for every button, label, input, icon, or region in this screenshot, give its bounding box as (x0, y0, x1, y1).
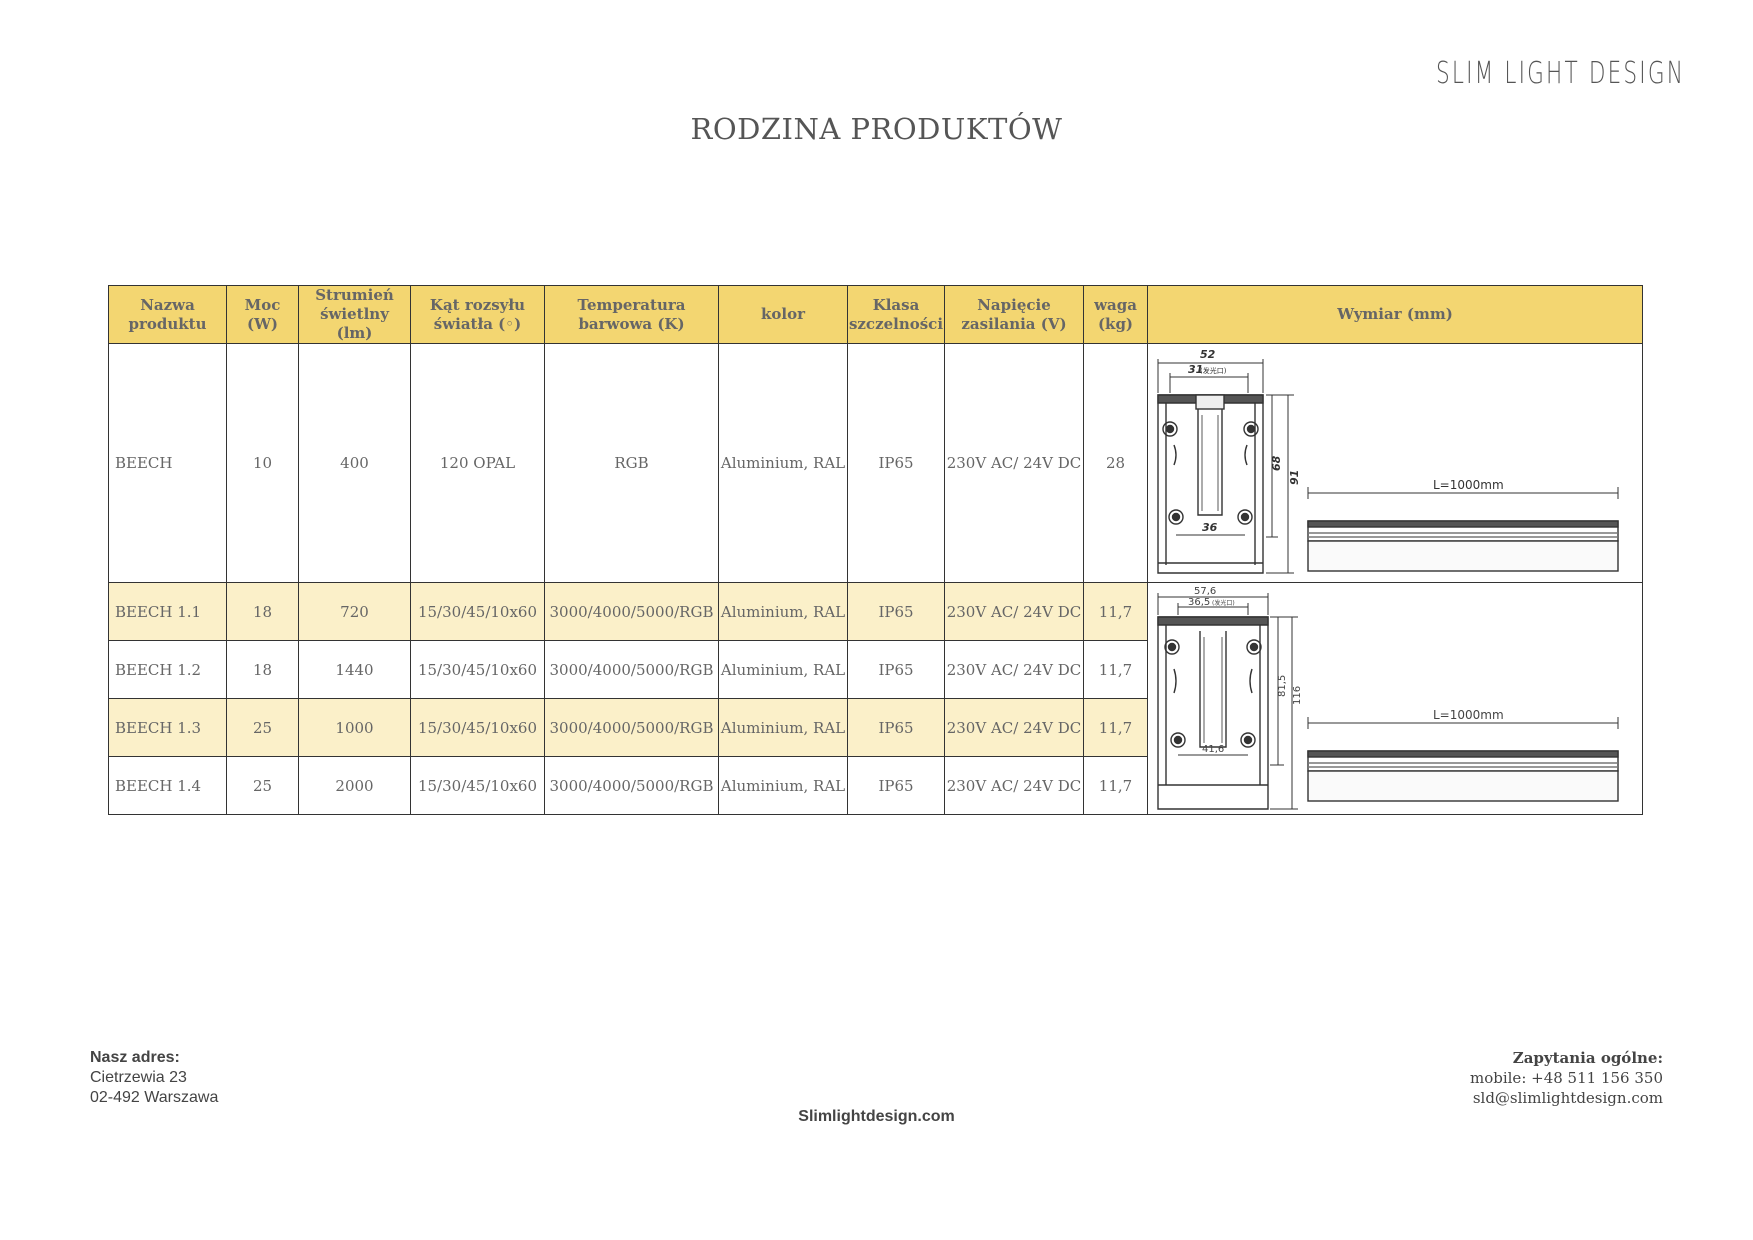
cell-name: BEECH 1.1 (108, 582, 227, 641)
cell-flux: 400 (298, 343, 411, 583)
page-title: RODZINA PRODUKTÓW (690, 112, 1063, 146)
cell-angle: 15/30/45/10x60 (410, 698, 545, 757)
cell-weight: 11,7 (1083, 698, 1148, 757)
cell-weight: 11,7 (1083, 640, 1148, 699)
cell-angle: 15/30/45/10x60 (410, 640, 545, 699)
cell-color: Aluminium, RAL (718, 698, 848, 757)
drawing-opening-label: 31 (1188, 363, 1203, 376)
address-label: Nasz adres: (90, 1049, 180, 1066)
cell-power: 25 (226, 756, 299, 815)
header-weight: waga(kg) (1083, 285, 1148, 344)
drawing-length-label: L=1000mm (1433, 478, 1504, 492)
drawing-width-label: 57,6 (1194, 586, 1216, 597)
cell-name: BEECH 1.3 (108, 698, 227, 757)
table-row: BEECH 10 400 120 OPAL RGB Aluminium, RAL… (108, 343, 1643, 583)
cell-weight: 11,7 (1083, 756, 1148, 815)
technical-drawing: 57,6 36,5 (发光口) 41,6 81,5 116 L=1000mm (1157, 586, 1619, 810)
cell-flux: 2000 (298, 756, 411, 815)
drawing-height-outer-label: 91 (1288, 470, 1301, 485)
cell-voltage: 230V AC/ 24V DC (944, 698, 1084, 757)
cell-cct: 3000/4000/5000/RGB (544, 698, 719, 757)
cell-angle: 15/30/45/10x60 (410, 756, 545, 815)
drawing-inner-width-label: 36 (1202, 521, 1218, 534)
table-row: BEECH 1.3 25 1000 15/30/45/10x60 3000/40… (108, 698, 1643, 757)
address-street: Cietrzewia 23 (90, 1069, 187, 1086)
table-row: BEECH 1.1 18 720 15/30/45/10x60 3000/400… (108, 582, 1643, 815)
cell-name: BEECH (108, 343, 227, 583)
contact-mobile[interactable]: mobile: +48 511 156 350 (1469, 1069, 1663, 1087)
cell-angle: 15/30/45/10x60 (410, 582, 545, 641)
cell-ip: IP65 (847, 698, 945, 757)
footer-address: Nasz adres: Cietrzewia 23 02-492 Warszaw… (90, 1048, 218, 1108)
cell-color: Aluminium, RAL (718, 582, 848, 641)
website-link[interactable]: Slimlightdesign.com (798, 1108, 955, 1125)
cell-name: BEECH 1.4 (108, 756, 227, 815)
drawing-length-label: L=1000mm (1433, 708, 1504, 722)
cell-power: 25 (226, 698, 299, 757)
cell-ip: IP65 (847, 582, 945, 641)
cell-voltage: 230V AC/ 24V DC (944, 756, 1084, 815)
cell-color: Aluminium, RAL (718, 343, 848, 583)
cell-voltage: 230V AC/ 24V DC (944, 343, 1084, 583)
drawing-inner-width-label: 41,6 (1202, 744, 1224, 755)
table-row: BEECH 1.2 18 1440 15/30/45/10x60 3000/40… (108, 640, 1643, 699)
cell-flux: 720 (298, 582, 411, 641)
cell-weight: 11,7 (1083, 582, 1148, 641)
cell-color: Aluminium, RAL (718, 756, 848, 815)
drawing-opening-note: (发光口) (1212, 599, 1235, 607)
cell-color: Aluminium, RAL (718, 640, 848, 699)
footer-contact: Zapytania ogólne: mobile: +48 511 156 35… (1470, 1048, 1663, 1108)
cell-power: 10 (226, 343, 299, 583)
drawing-height-inner-label: 81,5 (1277, 674, 1288, 696)
header-power: Moc(W) (226, 285, 299, 344)
contact-label: Zapytania ogólne: (1512, 1049, 1663, 1067)
cell-voltage: 230V AC/ 24V DC (944, 640, 1084, 699)
contact-email[interactable]: sld@slimlightdesign.com (1472, 1089, 1663, 1107)
cell-cct: 3000/4000/5000/RGB (544, 756, 719, 815)
dimension-drawing-beech-1x: 57,6 36,5 (发光口) 41,6 81,5 116 L=1000mm (1147, 582, 1643, 815)
cell-weight: 28 (1083, 343, 1148, 583)
cell-ip: IP65 (847, 756, 945, 815)
cell-name: BEECH 1.2 (108, 640, 227, 699)
drawing-height-inner-label: 68 (1270, 455, 1283, 471)
cell-flux: 1000 (298, 698, 411, 757)
cell-ip: IP65 (847, 343, 945, 583)
technical-drawing: 52 31 (发光口) 36 68 91 L=1000mm (1157, 348, 1619, 574)
cell-ip: IP65 (847, 640, 945, 699)
cell-cct: RGB (544, 343, 719, 583)
cell-power: 18 (226, 640, 299, 699)
brand-logo: SLIM LIGHT DESIGN (1436, 56, 1686, 91)
table-row: BEECH 1.4 25 2000 15/30/45/10x60 3000/40… (108, 756, 1643, 815)
header-color: kolor (718, 285, 848, 344)
address-city: 02-492 Warszawa (90, 1089, 219, 1106)
cell-cct: 3000/4000/5000/RGB (544, 582, 719, 641)
cell-angle: 120 OPAL (410, 343, 545, 583)
header-dimension: Wymiar (mm) (1147, 285, 1643, 344)
cell-voltage: 230V AC/ 24V DC (944, 582, 1084, 641)
cell-power: 18 (226, 582, 299, 641)
dimension-drawing-beech: 52 31 (发光口) 36 68 91 L=1000mm (1147, 343, 1643, 583)
drawing-height-outer-label: 116 (1292, 685, 1303, 704)
cell-cct: 3000/4000/5000/RGB (544, 640, 719, 699)
drawing-opening-note: (发光口) (1200, 366, 1227, 375)
drawing-opening-label: 36,5 (1188, 597, 1210, 608)
drawing-width-label: 52 (1200, 348, 1216, 361)
cell-flux: 1440 (298, 640, 411, 699)
